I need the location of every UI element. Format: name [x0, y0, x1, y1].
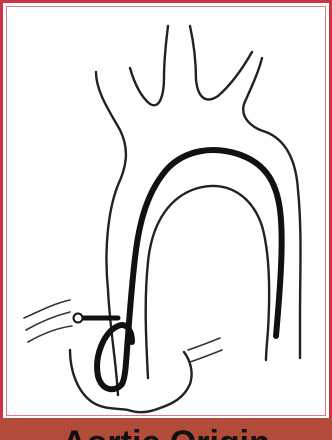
- caption-text: Aortic Origin: [0, 426, 332, 440]
- right-coronary-outline: [188, 338, 222, 362]
- caption-area: Aortic Origin: [0, 418, 332, 440]
- aortic-root-outline: [70, 350, 192, 412]
- catheter-path: [97, 150, 282, 389]
- aorta-inner-outline: [146, 186, 269, 378]
- catheter-tip-icon: [74, 314, 83, 323]
- left-coronary-outline: [24, 300, 72, 342]
